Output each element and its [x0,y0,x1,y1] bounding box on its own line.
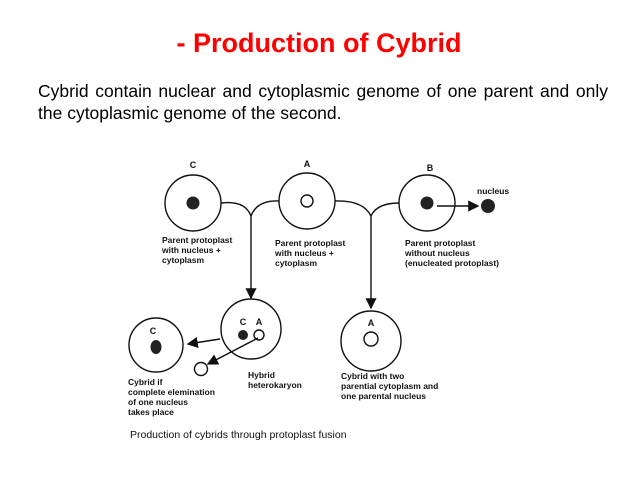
diagram-label: of one nucleus [128,397,188,407]
removed-nucleus [481,199,495,213]
fusion-connector [334,200,400,218]
diagram-label: C [150,326,157,336]
nucleus-a [300,194,314,208]
diagram-label: C [240,317,247,327]
diagram-label: A [304,159,311,169]
nucleus-b [420,196,434,210]
hybrid-heterokaryon [220,298,282,360]
diagram-label: one parental nucleus [341,391,426,401]
diagram-label: without nucleus [404,248,470,258]
diagram-label: heterokaryon [248,380,302,390]
slide-paragraph: Cybrid contain nuclear and cytoplasmic g… [38,81,608,123]
nucleus-a [363,331,379,347]
diagram-label: with nucleus + [274,248,334,258]
diagram-label: A [368,318,375,328]
diagram-caption: Production of cybrids through protoplast… [130,429,347,441]
cybrid-left [128,317,184,373]
nucleus-c [238,330,248,340]
arrow [186,336,221,349]
diagram-label: Hybrid [248,370,275,380]
diagram-label: complete elemination [128,387,215,397]
diagram-label: Parent protoplast [275,238,346,248]
diagram-label: C [190,160,197,170]
diagram-label: parential cytoplasm and [341,381,438,391]
diagram-label: Cybrid with two [341,371,404,381]
fusion-connector [220,200,280,218]
nucleus-c [186,196,200,210]
nucleus-c [150,340,162,354]
diagram-label: Cybrid if [128,377,163,387]
diagram-label: cytoplasm [162,255,204,265]
nucleus-a [253,329,265,341]
eliminated-nucleus [193,361,209,377]
diagram-label: cytoplasm [275,258,317,268]
cybrid-right [340,310,402,372]
diagram-label: Parent protoplast [405,238,476,248]
slide-title: - Production of Cybrid [176,28,462,58]
diagram-label: Parent protoplast [162,235,233,245]
diagram-label: with nucleus + [161,245,221,255]
diagram-label: (enucleated protoplast) [405,258,499,268]
diagram-label: A [256,317,263,327]
diagram-label: takes place [128,407,174,417]
parent-protoplast-a [278,172,336,230]
diagram-label: B [427,163,434,173]
arrow [206,337,259,365]
diagram-label: nucleus [477,186,509,196]
